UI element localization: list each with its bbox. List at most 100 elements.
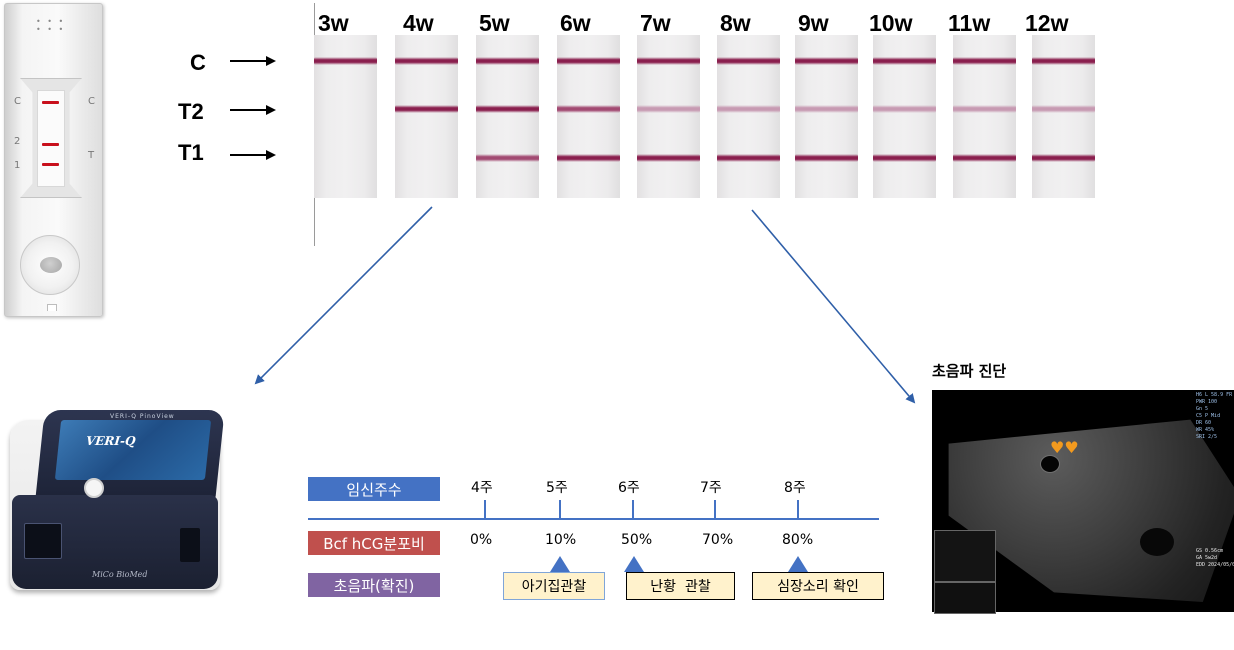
marker-triangle-5w: [550, 556, 570, 572]
band-c: [873, 57, 936, 65]
row-label-t2: T2: [178, 99, 204, 124]
ultrasound-dark-region: [1140, 528, 1174, 556]
ultrasound-title: 초음파 진단: [932, 362, 1007, 380]
band-c: [637, 57, 700, 65]
week-label-12w: 12w: [1025, 10, 1069, 36]
cassette-t1-line: [42, 163, 59, 166]
category-hcg-ratio: Bcf hCG분포비: [308, 531, 440, 555]
cassette-mark-c-right: C: [88, 96, 95, 107]
timeline-axis: [308, 518, 879, 520]
arrow-c-head: [266, 56, 276, 66]
week-label-5w: 5w: [479, 10, 510, 36]
note-heartbeat: 심장소리 확인: [752, 572, 884, 600]
reader-screen-logo: VERI-Q: [85, 434, 137, 448]
band-t2: [476, 105, 539, 113]
timeline-week-7: 7주: [700, 480, 722, 496]
hcg-pct-80: 80%: [782, 532, 814, 548]
band-t1: [1032, 154, 1095, 162]
ultrasound-thumbnail-2: [934, 582, 996, 614]
cassette-c-line: [42, 101, 59, 104]
band-t1: [557, 154, 620, 162]
band-t1: [476, 154, 539, 162]
band-t2: [557, 105, 620, 113]
timeline-tick: [559, 500, 561, 518]
test-strip-11w: [953, 35, 1016, 198]
ultrasound-gestational-sac: [1040, 455, 1060, 473]
timeline-tick: [797, 500, 799, 518]
note-gestational-sac: 아기집관찰: [503, 572, 605, 600]
band-t2: [873, 105, 936, 113]
row-label-t1: T1: [178, 140, 204, 165]
arrow-to-ultrasound: [751, 209, 916, 404]
heart-icon: ♥♥: [1050, 438, 1079, 457]
arrow-c-line: [230, 60, 268, 62]
timeline-tick: [632, 500, 634, 518]
arrow-t2-line: [230, 109, 268, 111]
reader-cartridge-slot: [24, 523, 62, 559]
cassette-mark-2: 2: [14, 136, 21, 147]
hcg-pct-10: 10%: [545, 532, 577, 548]
band-c: [953, 57, 1016, 65]
cassette-sample-hole: [40, 257, 62, 273]
band-t1: [637, 154, 700, 162]
note-yolk-sac: 난황 관찰: [626, 572, 735, 600]
week-label-9w: 9w: [798, 10, 829, 36]
timeline-week-6: 6주: [618, 480, 640, 496]
reader-device-brand: VERI-Q PinoView: [110, 413, 175, 420]
band-t2: [1032, 105, 1095, 113]
week-label-7w: 7w: [640, 10, 671, 36]
cassette-notch: [47, 304, 57, 311]
marker-triangle-8w: [788, 556, 808, 572]
arrow-t1-head: [266, 150, 276, 160]
test-strip-10w: [873, 35, 936, 198]
band-t1: [717, 154, 780, 162]
reader-side-slot: [180, 528, 200, 562]
test-strip-7w: [637, 35, 700, 198]
ultrasound-measurement-text: GS 0.56cm GA 5w2d EDD 2024/05/06: [1196, 548, 1234, 568]
cassette-sample-well: [20, 235, 80, 295]
test-strip-3w: [314, 35, 377, 198]
ultrasound-thumbnail: [934, 530, 996, 582]
band-c: [395, 57, 458, 65]
cassette-strip: [37, 90, 65, 187]
cassette-grip-dots: • • • • • •: [36, 17, 66, 34]
timeline-tick: [714, 500, 716, 518]
test-strip-12w: [1032, 35, 1095, 198]
hcg-pct-50: 50%: [621, 532, 653, 548]
week-label-10w: 10w: [869, 10, 913, 36]
diagonal-arrows: [254, 206, 916, 404]
cassette-t2-line: [42, 143, 59, 146]
test-strip-4w: [395, 35, 458, 198]
band-c: [1032, 57, 1095, 65]
reader-maker-label: MiCo BioMed: [92, 570, 148, 579]
reader-device-screen: [54, 420, 212, 480]
cassette-mark-c-left: C: [14, 96, 21, 107]
test-strip-8w: [717, 35, 780, 198]
hcg-pct-70: 70%: [702, 532, 734, 548]
band-t2: [637, 105, 700, 113]
week-label-8w: 8w: [720, 10, 751, 36]
band-t1: [873, 154, 936, 162]
arrow-t2-head: [266, 105, 276, 115]
week-label-3w: 3w: [318, 10, 349, 36]
category-gestational-weeks: 임신주수: [308, 477, 440, 501]
band-t2: [953, 105, 1016, 113]
band-t2: [717, 105, 780, 113]
row-label-c: C: [190, 50, 206, 75]
test-strip-9w: [795, 35, 858, 198]
arrow-to-reader: [254, 206, 433, 385]
week-label-4w: 4w: [403, 10, 434, 36]
power-button-icon: [84, 478, 104, 498]
week-label-6w: 6w: [560, 10, 591, 36]
arrow-t1-line: [230, 154, 268, 156]
timeline-week-4: 4주: [471, 480, 493, 496]
band-c: [795, 57, 858, 65]
hcg-pct-0: 0%: [470, 532, 493, 548]
band-t2: [395, 105, 458, 113]
marker-triangle-6w: [624, 556, 644, 572]
band-c: [314, 57, 377, 65]
band-t1: [795, 154, 858, 162]
band-t2: [795, 105, 858, 113]
test-strip-5w: [476, 35, 539, 198]
ultrasound-settings-text: H6 L 58.9 FR 60 PWR 100 Gn 5 C5 P Mid DR…: [1196, 392, 1233, 440]
